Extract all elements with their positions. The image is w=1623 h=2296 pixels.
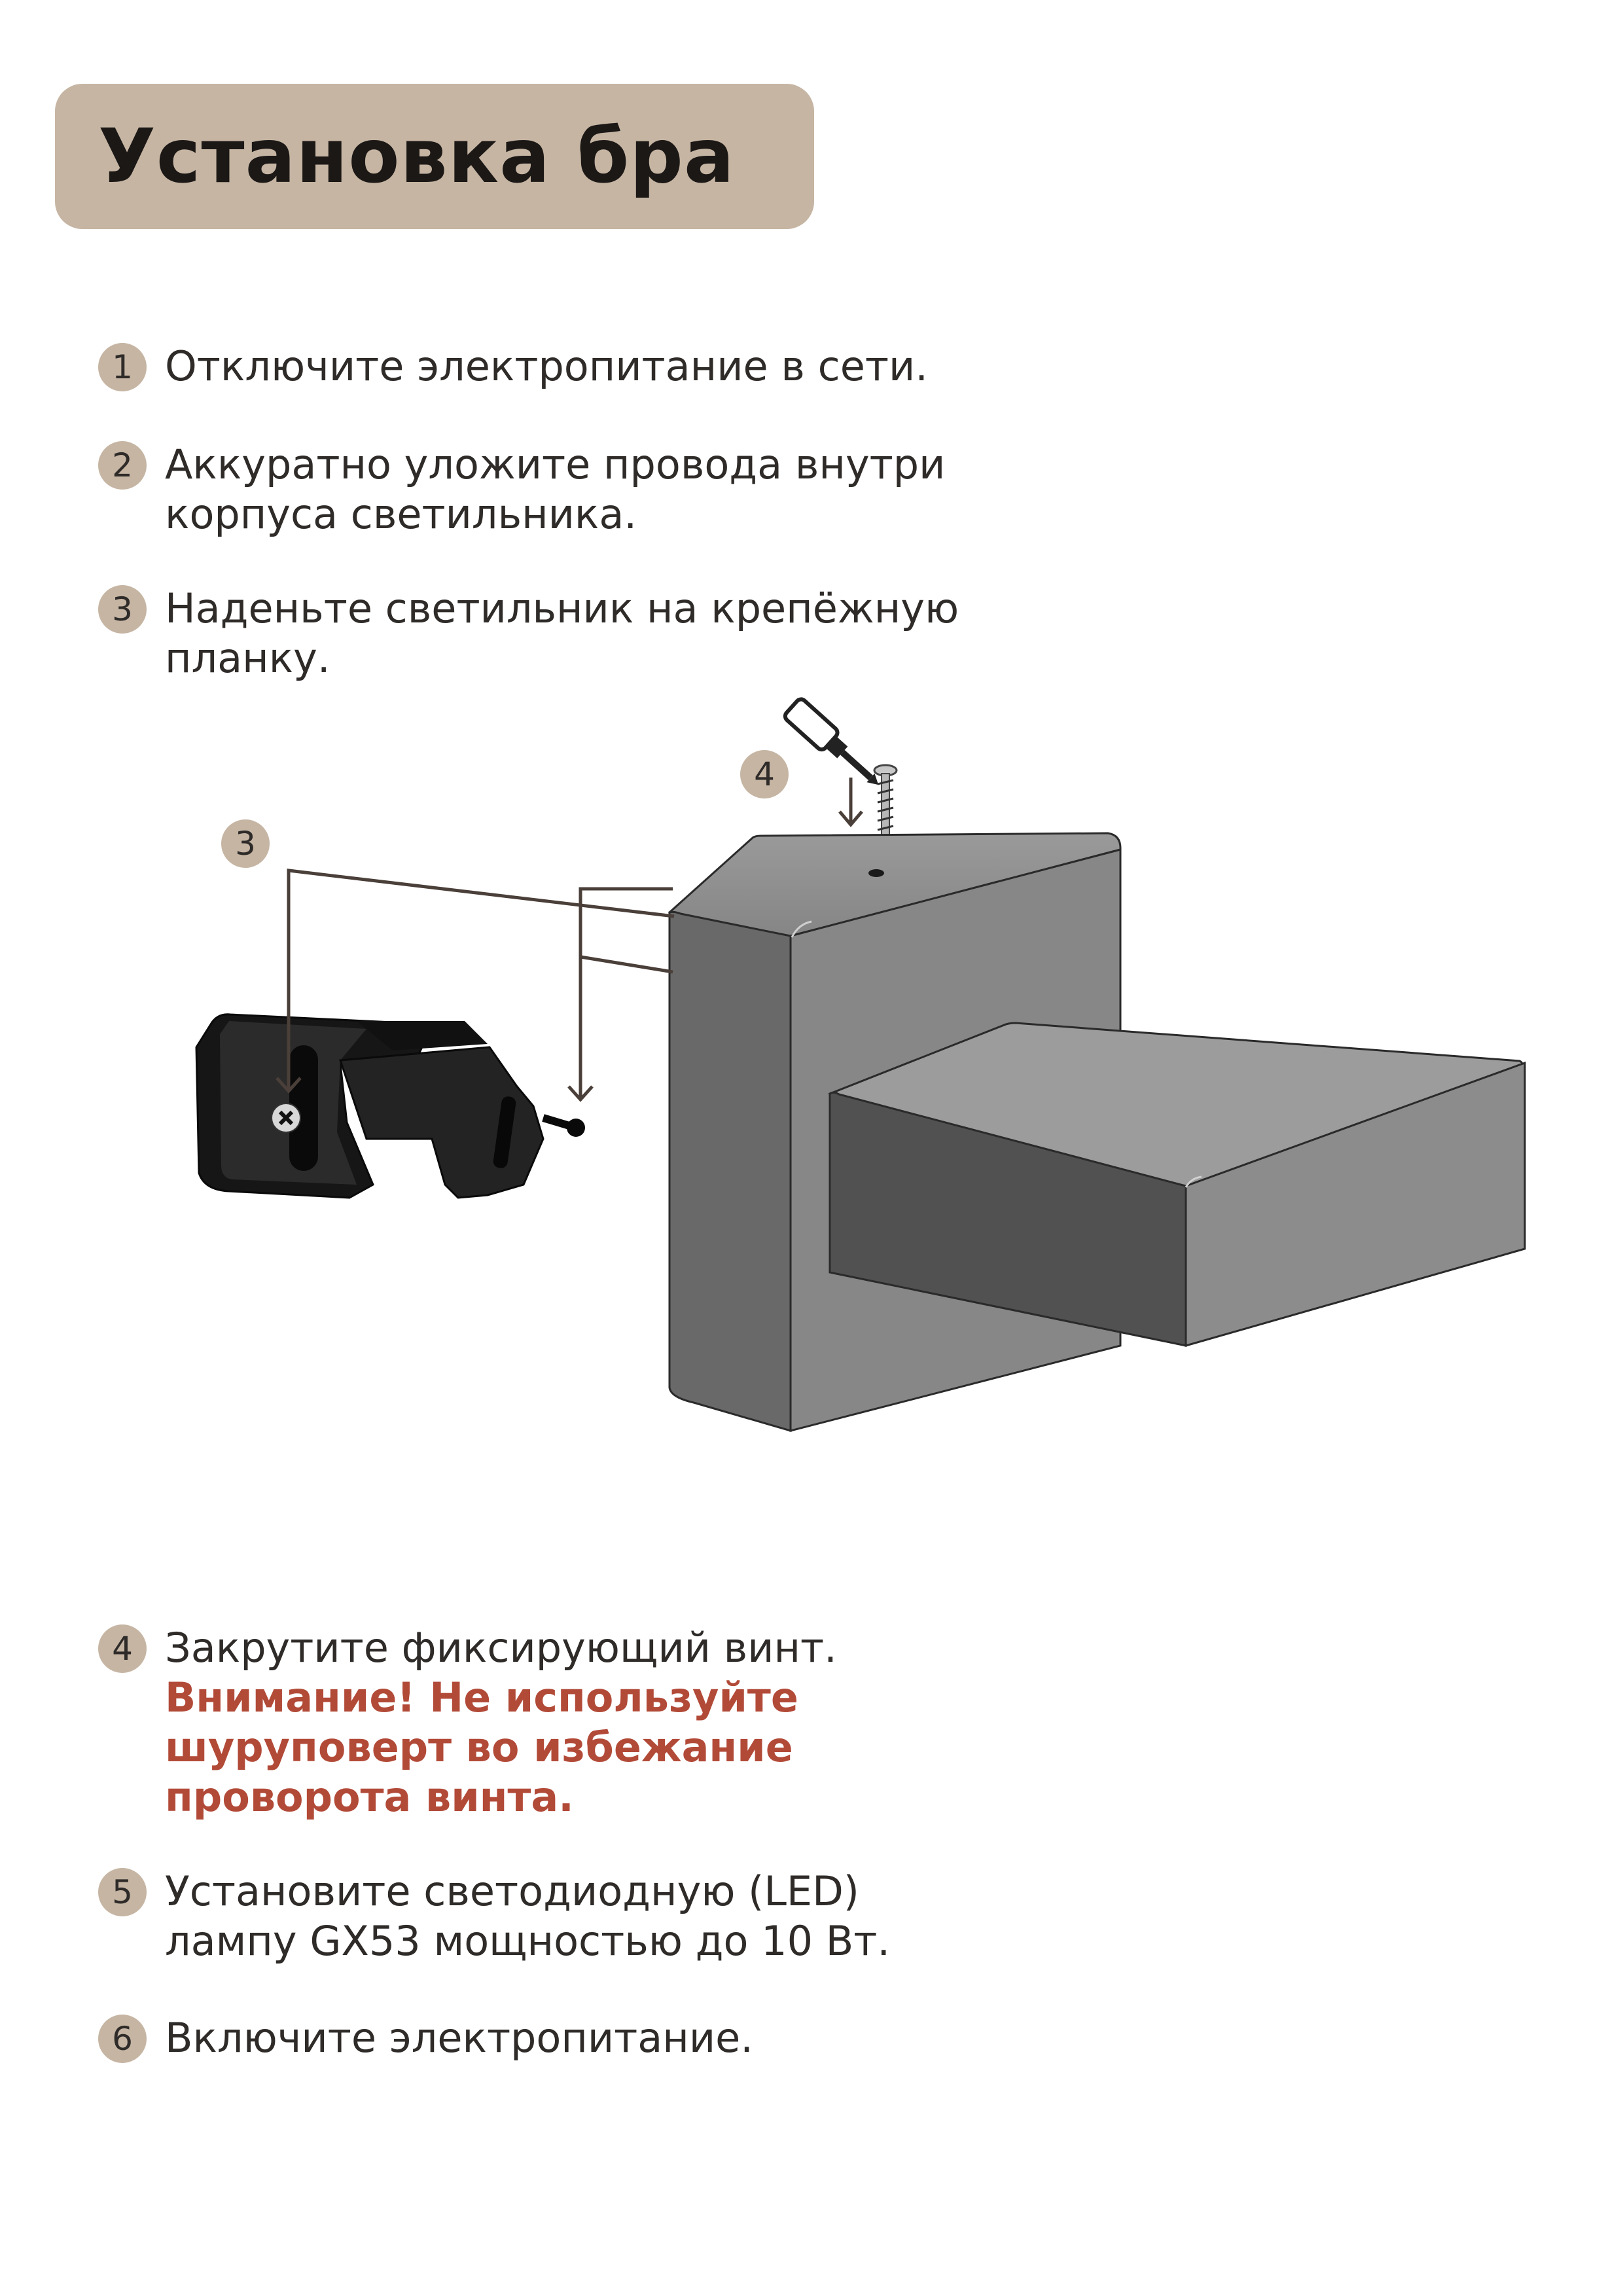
step-number-badge: 1 <box>98 343 147 391</box>
step-number-badge: 5 <box>98 1868 147 1916</box>
step-number-badge: 4 <box>98 1624 147 1673</box>
step-line: Наденьте светильник на крепёжную <box>165 584 959 632</box>
step-line: лампу GX53 мощностью до 10 Вт. <box>165 1917 891 1965</box>
step-text: Наденьте светильник на крепёжную планку. <box>165 584 959 683</box>
assembly-illustration <box>195 697 1526 1432</box>
step-line: Отключите электропитание в сети. <box>165 342 928 390</box>
guide-lines <box>276 869 675 1102</box>
callout-step-4: 4 <box>740 750 789 798</box>
step-line: Установите светодиодную (LED) <box>165 1867 859 1915</box>
mounting-bracket <box>195 1013 585 1199</box>
step-text: Закрутите фиксирующий винт. Внимание! Не… <box>165 1623 837 1822</box>
lamp-body <box>668 832 1526 1432</box>
step-text: Включите электропитание. <box>165 2013 753 2063</box>
step-text: Аккуратно уложите провода внутри корпуса… <box>165 440 945 539</box>
step-line: Закрутите фиксирующий винт. <box>165 1624 837 1672</box>
title-banner: Установка бра <box>55 84 814 229</box>
warning-line: проворота винта. <box>165 1773 574 1821</box>
step-number-badge: 6 <box>98 2015 147 2063</box>
page-title: Установка бра <box>98 113 735 200</box>
step-text: Установите светодиодную (LED) лампу GX53… <box>165 1867 890 1966</box>
warning-line: шуруповерт во избежание <box>165 1723 793 1771</box>
step-line: корпуса светильника. <box>165 490 637 538</box>
step-line: Включите электропитание. <box>165 2014 753 2062</box>
warning-line: Внимание! Не используйте <box>165 1674 798 1721</box>
step-number-badge: 2 <box>98 441 147 490</box>
step-line: Аккуратно уложите провода внутри <box>165 440 946 488</box>
step-text: Отключите электропитание в сети. <box>165 342 928 391</box>
step-line: планку. <box>165 634 330 682</box>
callout-step-3: 3 <box>221 819 270 868</box>
screw-arrow <box>838 778 863 827</box>
assembly-diagram: 3 4 <box>0 681 1623 1499</box>
screwdriver-icon <box>783 697 879 785</box>
step-number-badge: 3 <box>98 585 147 634</box>
